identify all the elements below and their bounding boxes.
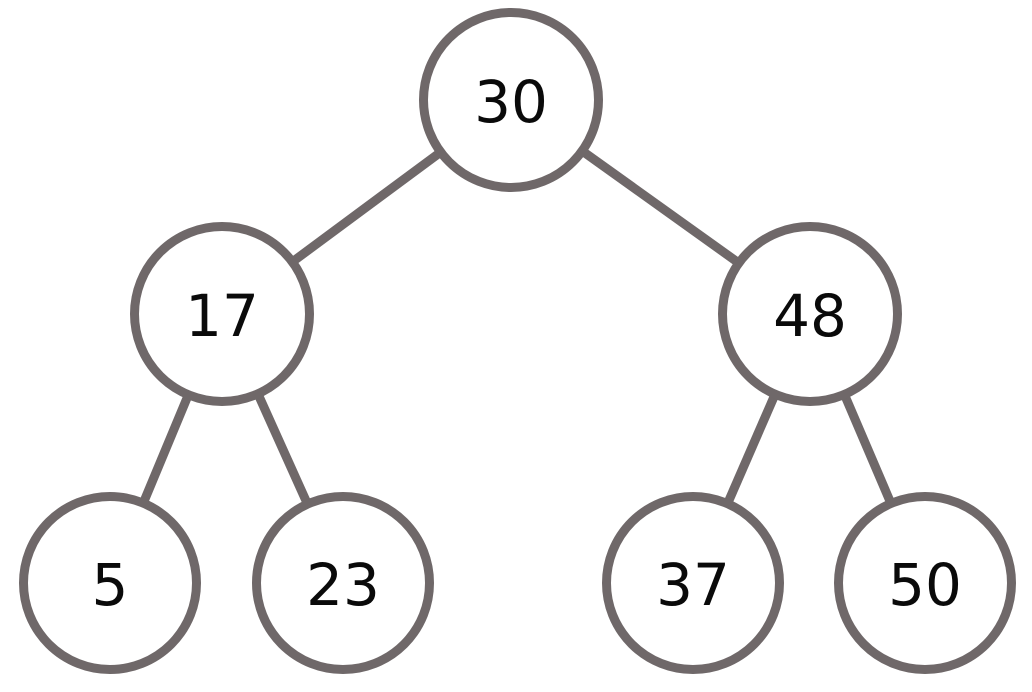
tree-node[interactable]: 50 [834,492,1016,674]
tree-edge [253,392,312,506]
node-label: 30 [474,68,548,136]
node-circle[interactable] [602,492,784,674]
node-label: 5 [92,551,129,619]
edge-layer [139,147,895,506]
tree-edge [840,393,895,505]
tree-edge [290,148,443,266]
tree-edge [723,392,780,506]
node-label: 50 [888,551,962,619]
tree-node[interactable]: 17 [130,222,314,406]
node-circle[interactable] [718,222,902,406]
tree-node[interactable]: 37 [602,492,784,674]
node-circle[interactable] [419,8,603,192]
tree-edge [579,147,742,267]
node-label: 23 [306,551,380,619]
node-circle[interactable] [19,492,201,674]
tree-node[interactable]: 5 [19,492,201,674]
node-label: 48 [773,282,847,350]
node-circle[interactable] [252,492,434,674]
tree-node[interactable]: 48 [718,222,902,406]
node-circle[interactable] [130,222,314,406]
node-layer: 30 17 48 5 23 37 50 [19,8,1016,674]
node-label: 37 [656,551,730,619]
node-circle[interactable] [834,492,1016,674]
tree-edge [139,393,193,505]
node-label: 17 [185,282,259,350]
tree-node[interactable]: 23 [252,492,434,674]
tree-node[interactable]: 30 [419,8,603,192]
